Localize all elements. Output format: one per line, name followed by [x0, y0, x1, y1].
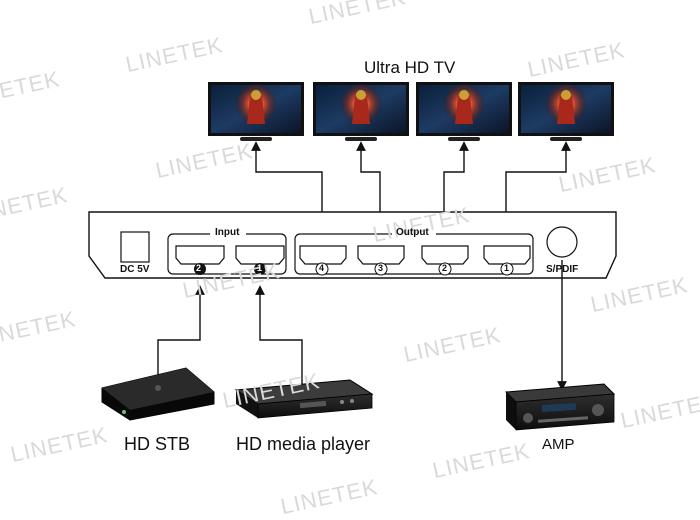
- amplifier: [504, 383, 616, 431]
- tv-3: [416, 82, 512, 141]
- tv-2: [313, 82, 409, 141]
- output-port-1-marker: [500, 262, 514, 276]
- spdif-label: S/PDIF: [546, 264, 579, 275]
- tv-1: [208, 82, 304, 141]
- player-label: HD media player: [236, 434, 371, 454]
- hdmi-matrix-diagram: [88, 82, 617, 431]
- output-port-2-marker: [438, 262, 452, 276]
- output-port-4-number: 4: [319, 263, 325, 273]
- spdif-port: [546, 226, 578, 258]
- input-cables: [157, 285, 303, 390]
- hdmi-input-port-1: [235, 245, 285, 265]
- amp-label: AMP: [542, 436, 575, 453]
- stb-label: HD STB: [124, 434, 191, 454]
- output-port-2-number: 2: [442, 263, 448, 273]
- media-player: [234, 379, 374, 419]
- output-port-3-marker: [374, 262, 388, 276]
- hdmi-output-port-4: [299, 245, 347, 265]
- power-label: DC 5V: [120, 264, 150, 275]
- dc-power-jack: [120, 231, 150, 263]
- input-port-1-number: 1: [257, 263, 263, 273]
- set-top-box: [101, 367, 215, 421]
- tv-4: [518, 82, 614, 141]
- diagram-title: Ultra HD TV: [364, 58, 456, 77]
- hdmi-output-port-1: [483, 245, 531, 265]
- input-port-2-marker: [194, 263, 206, 275]
- output-port-1-number: 1: [504, 263, 510, 273]
- input-port-2-number: 2: [196, 263, 202, 273]
- output-port-4-marker: [315, 262, 329, 276]
- input-port-1-marker: [254, 263, 266, 275]
- hdmi-output-port-3: [357, 245, 405, 265]
- output-cables: [251, 141, 571, 228]
- input-group-label: Input: [215, 227, 240, 238]
- hdmi-input-port-2: [175, 245, 225, 265]
- hdmi-output-port-2: [421, 245, 469, 265]
- output-group-label: Output: [396, 227, 429, 238]
- output-port-3-number: 3: [378, 263, 384, 273]
